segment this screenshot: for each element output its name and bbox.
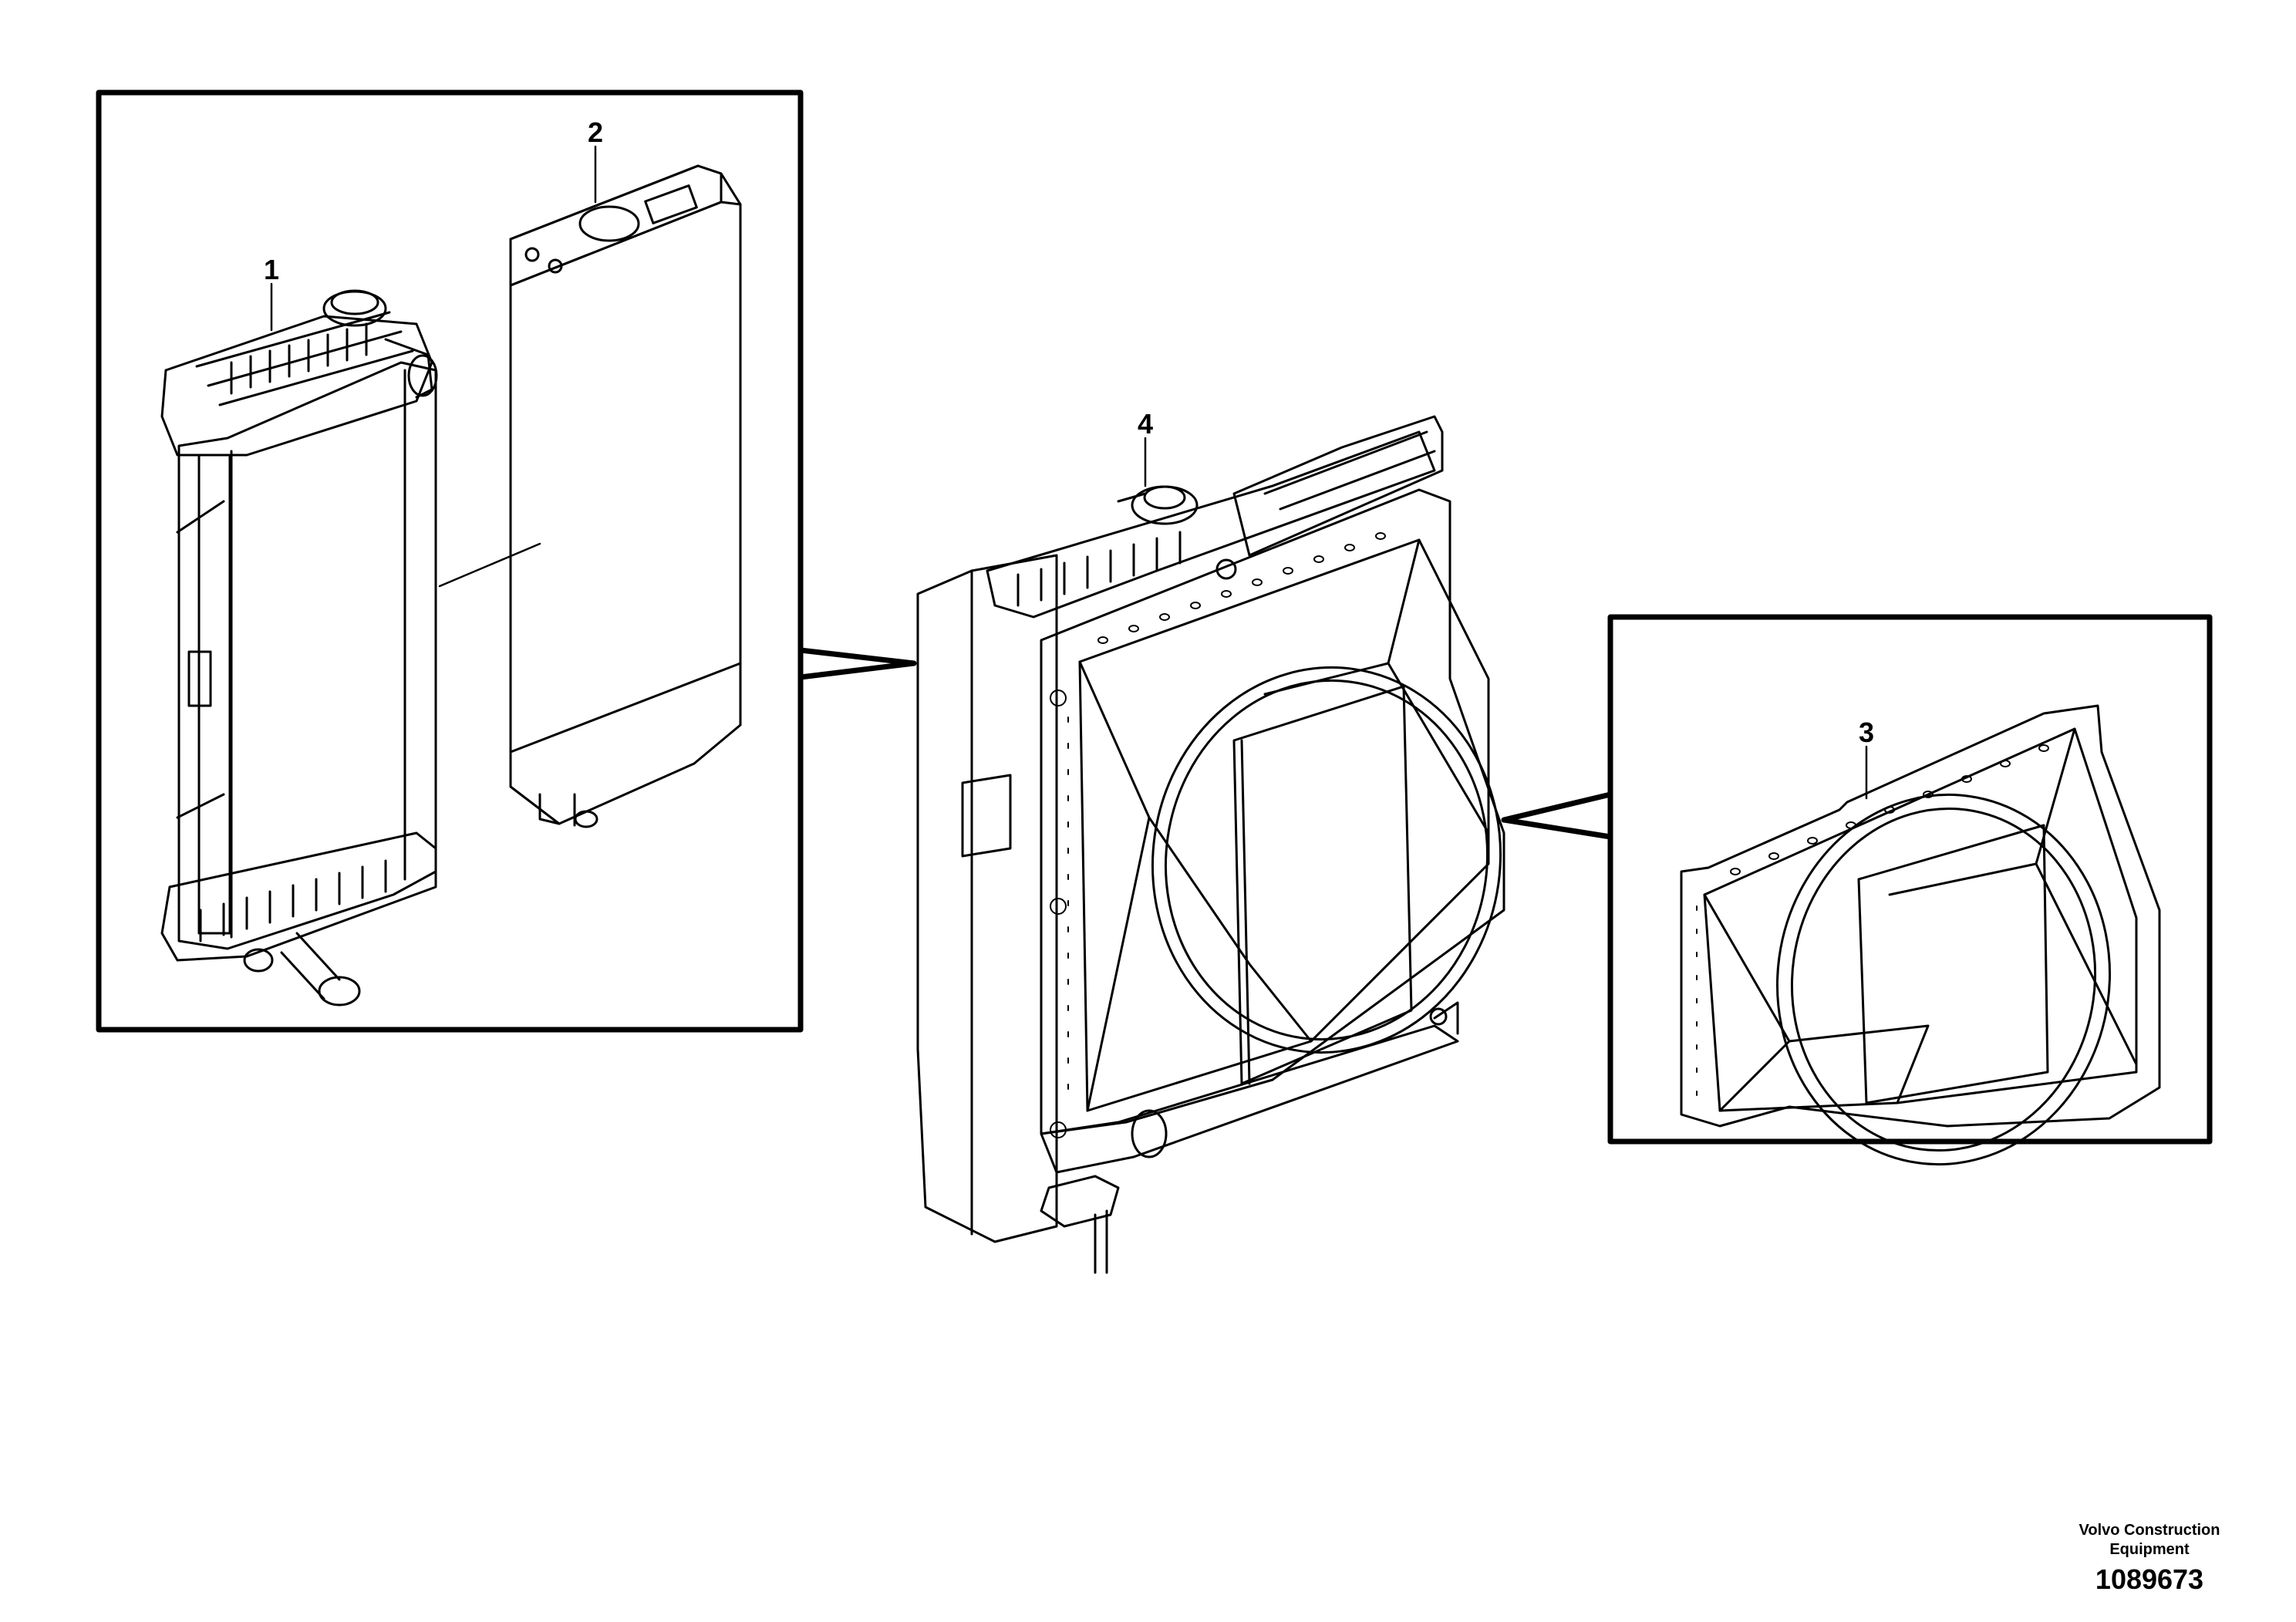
detail-box-right [1607, 614, 2213, 1145]
detail-box-left [96, 89, 804, 1033]
callout-part-1: 1 [264, 254, 279, 285]
radiator-part-1 [160, 289, 438, 1007]
fan-shroud-part-3 [1680, 704, 2161, 1166]
document-number: 1089673 [2095, 1563, 2204, 1595]
detail-leader-right [1501, 791, 1613, 840]
callout-part-2: 2 [588, 116, 603, 148]
company-line-1: Volvo Construction [2079, 1522, 2220, 1539]
callout-part-3: 3 [1859, 717, 1874, 748]
radiator-assembly-part-4 [916, 415, 1505, 1274]
oil-cooler-part-2 [509, 164, 742, 828]
detail-leader-left [797, 647, 917, 680]
leader-1-2 [438, 542, 541, 588]
company-name: Volvo Construction Equipment [2049, 1521, 2250, 1560]
callout-part-4: 4 [1138, 408, 1153, 440]
company-line-2: Equipment [2109, 1541, 2190, 1558]
